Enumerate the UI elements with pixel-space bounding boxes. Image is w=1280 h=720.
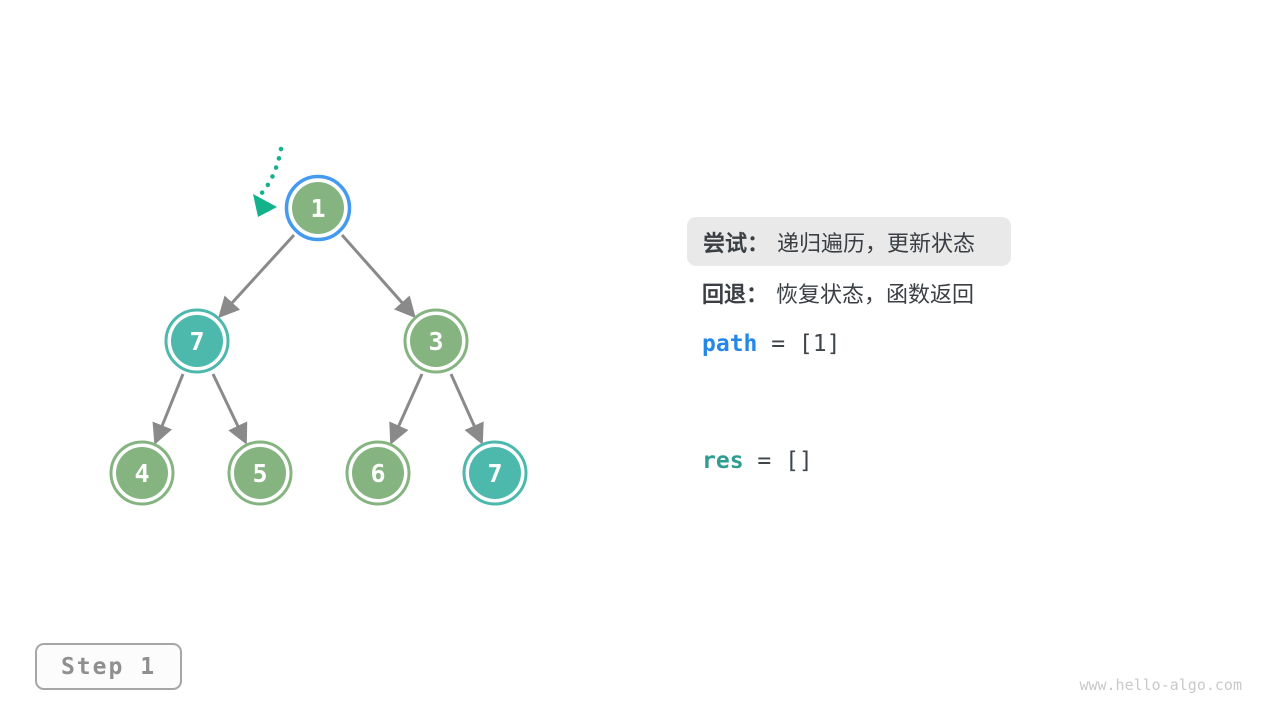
try-note: 尝试： 递归遍历，更新状态 [687,217,1011,266]
node-label: 3 [428,327,443,356]
tree-node-4: 4 [109,440,175,506]
res-variable-value: = [] [743,448,813,474]
tree-node-5: 5 [227,440,293,506]
path-variable-name: path [702,331,758,357]
node-label: 1 [310,194,325,223]
tree-edge-3-7 [449,373,484,445]
tree-node-3: 3 [403,308,469,374]
back-note-text: 恢复状态，函数返回 [776,281,975,307]
tree-edge-7-4 [152,373,185,445]
tree-node-7-right: 7 [462,440,528,506]
res-variable: res = [] [702,448,813,474]
tree-node-6: 6 [345,440,411,506]
back-note: 回退： 恢复状态，函数返回 [702,268,974,317]
step-badge: Step 1 [35,643,182,690]
tree-edges [152,233,484,445]
watermark: www.hello-algo.com [1079,676,1242,694]
try-note-text: 递归遍历，更新状态 [777,230,976,256]
path-variable: path = [1] [702,331,840,357]
tree-edge-1-3 [340,234,416,319]
tree-node-1: 1 [284,174,352,242]
dotted-arrow-icon [256,146,284,199]
tree-edge-7-5 [211,373,248,445]
path-variable-value: = [1] [757,331,841,357]
node-label: 7 [487,459,502,488]
tree-edge-3-6 [389,373,424,445]
dotted-arrowhead-icon [253,194,277,217]
try-note-label: 尝试： [703,230,770,256]
binary-tree-diagram: 1 7 3 4 5 6 7 [109,146,528,506]
step-badge-label: Step 1 [60,653,157,680]
tree-node-7-left: 7 [164,308,230,374]
node-label: 7 [189,327,204,356]
tree-edge-1-7 [218,233,296,319]
back-note-label: 回退： [702,281,769,307]
node-label: 5 [252,459,267,488]
res-variable-name: res [702,448,744,474]
node-label: 4 [134,459,149,488]
node-label: 6 [370,459,385,488]
